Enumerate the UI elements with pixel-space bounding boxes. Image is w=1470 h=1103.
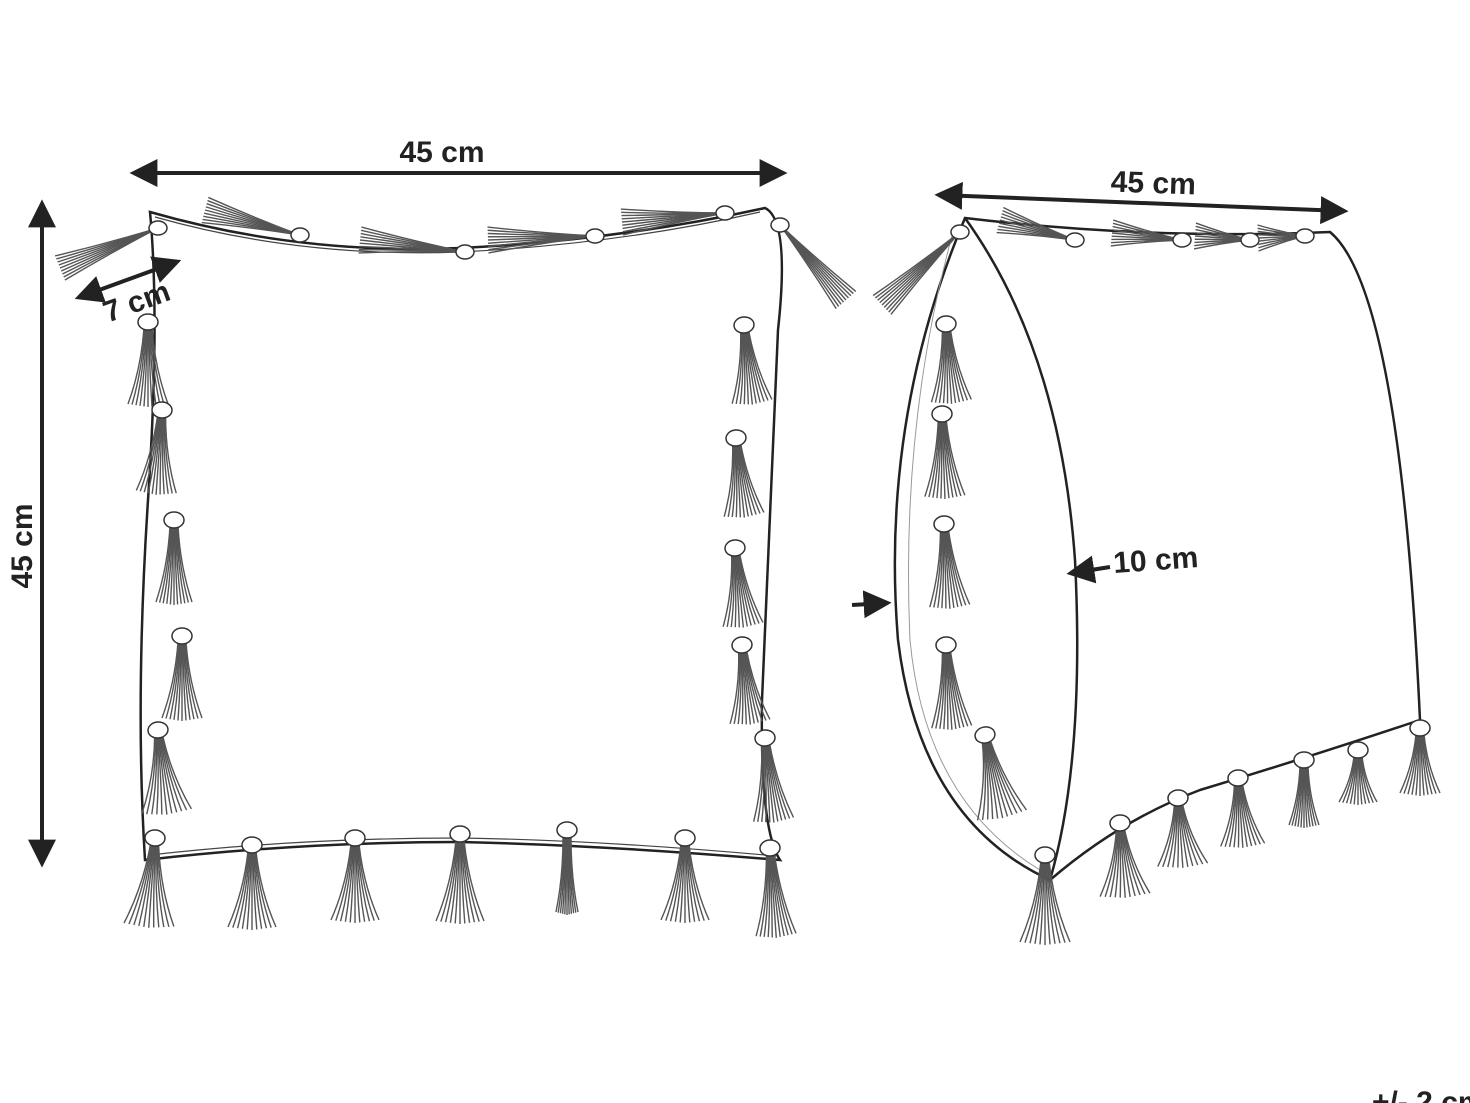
tassel	[723, 429, 765, 518]
front-height-label: 45 cm	[6, 503, 39, 588]
side-depth-arrow-right	[1066, 555, 1111, 584]
tassel	[1257, 224, 1315, 252]
tassel	[135, 401, 177, 495]
tassel	[731, 316, 773, 405]
tassel	[722, 539, 764, 628]
tassel	[54, 220, 168, 281]
tassel	[931, 636, 973, 730]
tassel	[123, 829, 175, 928]
side-pillow-front-seam	[963, 217, 1079, 881]
tassel	[996, 206, 1085, 248]
tassel-length-arrow	[74, 256, 182, 303]
tassel	[1193, 222, 1260, 250]
tassel	[974, 726, 1028, 821]
side-pillow-outline	[893, 216, 1422, 882]
tassel	[1157, 789, 1209, 868]
front-pillow-outline	[139, 206, 784, 862]
side-width-label: 45 cm	[1110, 166, 1196, 202]
tassel	[201, 196, 310, 243]
front-width-label: 45 cm	[399, 136, 484, 169]
tassel	[487, 226, 605, 254]
tassel	[1338, 741, 1378, 805]
tassel	[1099, 814, 1151, 898]
tassel	[155, 511, 193, 605]
tassel	[555, 821, 579, 915]
tassel-length-label: 7 cm	[99, 275, 175, 329]
tassel	[330, 829, 380, 923]
tassel-length-dimension: 7 cm	[74, 256, 182, 329]
tassel	[660, 829, 710, 923]
tassel	[753, 729, 795, 823]
tolerance-label: +/- 2 cm	[1372, 1086, 1470, 1103]
tassel	[924, 405, 966, 499]
tassel	[227, 836, 277, 930]
front-height-dimension: 45 cm	[6, 199, 56, 868]
tassel	[1288, 751, 1320, 828]
tassel	[755, 839, 797, 938]
tassel	[930, 315, 972, 404]
tassel	[872, 224, 970, 315]
tassel	[1019, 846, 1071, 945]
tassel	[620, 205, 735, 236]
front-width-dimension: 45 cm	[129, 136, 788, 187]
side-width-arrow	[934, 181, 1349, 225]
tassel	[141, 721, 193, 815]
tassel	[358, 226, 475, 260]
side-depth-arrow-left	[851, 590, 892, 619]
side-width-dimension: 45 cm	[934, 166, 1349, 225]
tassel	[1110, 219, 1192, 248]
tassel	[1399, 719, 1441, 796]
tassels	[54, 196, 1441, 945]
tassel	[127, 313, 169, 407]
side-depth-label: 10 cm	[1112, 541, 1199, 580]
tassel	[1220, 769, 1266, 848]
side-depth-dimension: 10 cm	[851, 541, 1199, 619]
tassel	[729, 636, 771, 725]
tassel	[929, 515, 971, 609]
front-pillow	[139, 206, 784, 862]
tassel	[770, 217, 857, 309]
tassel	[161, 627, 203, 722]
tassel	[435, 825, 485, 924]
